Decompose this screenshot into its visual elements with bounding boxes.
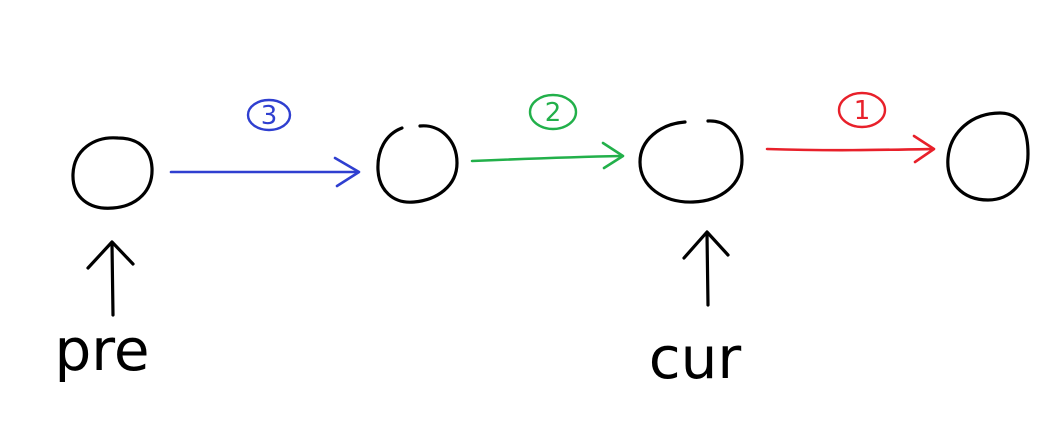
cur-pointer-label: cur — [649, 324, 742, 392]
edge-1-step-label: 1 — [854, 96, 871, 126]
edge-2-arrowhead — [601, 141, 625, 170]
edge-2-step-label: 2 — [545, 98, 562, 128]
edge-3-badge — [246, 98, 292, 132]
cur-pointer-arrow — [682, 230, 730, 307]
edge-1-arrowhead — [912, 134, 936, 164]
node-3 — [638, 119, 744, 204]
edge-1-badge — [837, 91, 887, 129]
edge-3-step-label: 3 — [261, 101, 278, 131]
node-4 — [946, 111, 1030, 202]
edge-3: 3 — [169, 98, 361, 188]
node-2 — [376, 124, 459, 204]
pre-pointer-arrow — [86, 240, 135, 317]
edge-3-arrowhead — [333, 156, 361, 188]
edge-2: 2 — [470, 93, 625, 170]
edge-1: 1 — [765, 91, 936, 164]
edge-2-badge — [528, 93, 578, 131]
pre-pointer-label: pre — [54, 316, 149, 384]
cur-pointer: cur — [649, 230, 742, 392]
edge-1-line — [765, 147, 934, 152]
pre-pointer: pre — [54, 240, 150, 384]
node-1 — [71, 136, 154, 210]
edge-2-line — [470, 154, 623, 163]
